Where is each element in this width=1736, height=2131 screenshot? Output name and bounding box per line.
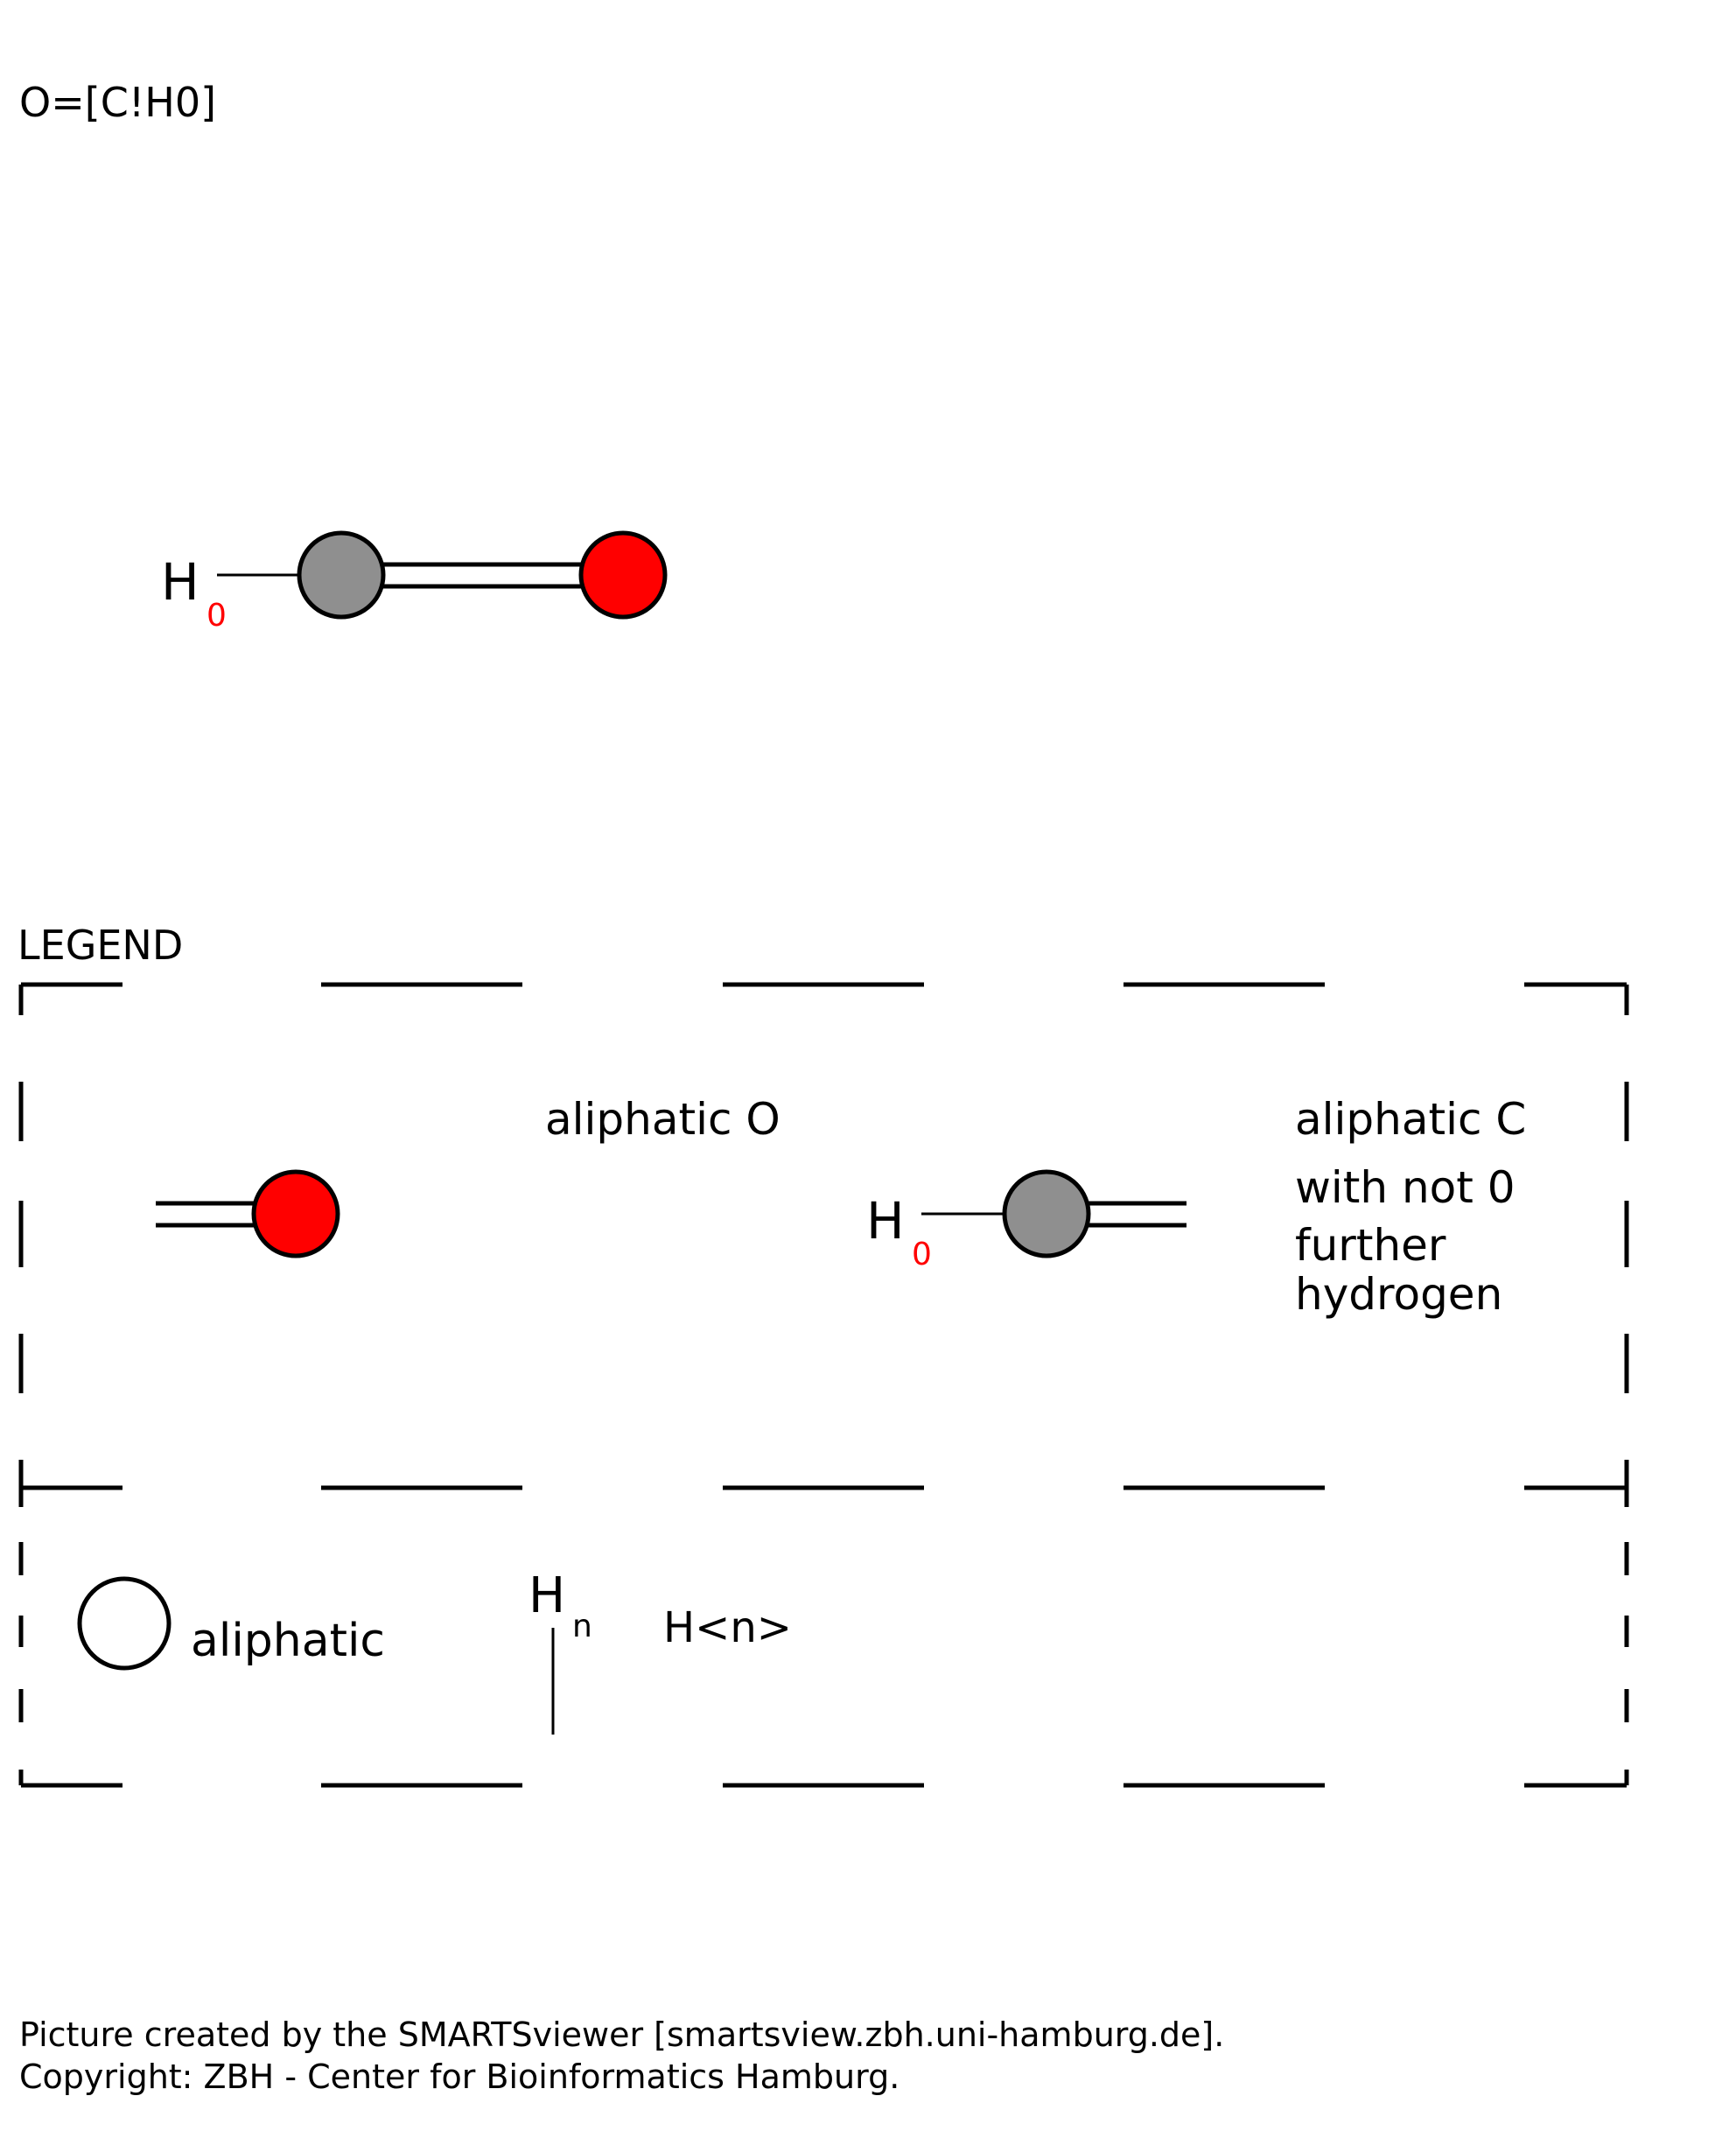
legend-entry-oxygen: aliphatic O <box>156 1094 780 1258</box>
carbon-atom <box>297 530 386 620</box>
legend-carbon-label-line2: with not 0 <box>1295 1162 1516 1213</box>
legend-carbon-label-line3: further <box>1295 1220 1446 1271</box>
smarts-string: O=[C!H0] <box>19 79 216 126</box>
hn-key-text: H<n> <box>663 1603 792 1652</box>
molecule: H 0 <box>161 530 668 634</box>
legend-title: LEGEND <box>18 922 183 969</box>
footer-copyright: Copyright: ZBH - Center for Bioinformati… <box>19 2057 900 2096</box>
legend-entry-carbon: H 0 aliphatic C with not 0 further hydro… <box>866 1094 1526 1320</box>
aliphatic-key-circle <box>77 1576 172 1671</box>
legend-carbon-label-line1: aliphatic C <box>1295 1094 1526 1145</box>
aliphatic-key-label: aliphatic <box>191 1615 385 1667</box>
legend-hydrogen-label: H <box>866 1191 905 1251</box>
footer-credit: Picture created by the SMARTSviewer [sma… <box>19 2015 1224 2054</box>
hn-key-h: H <box>528 1567 565 1624</box>
legend-oxygen-atom <box>251 1169 340 1258</box>
hydrogen-count-label: 0 <box>206 598 227 634</box>
legend-frame <box>18 982 1629 1788</box>
legend-key: aliphatic H n H<n> <box>77 1567 792 1735</box>
legend-carbon-label-line4: hydrogen <box>1295 1269 1502 1320</box>
oxygen-atom <box>578 530 668 620</box>
legend-carbon-atom <box>1002 1169 1091 1258</box>
hydrogen-label: H <box>161 552 200 612</box>
hn-key-sub: n <box>572 1609 592 1644</box>
legend-oxygen-label: aliphatic O <box>545 1094 780 1145</box>
legend-hydrogen-count: 0 <box>912 1237 932 1272</box>
